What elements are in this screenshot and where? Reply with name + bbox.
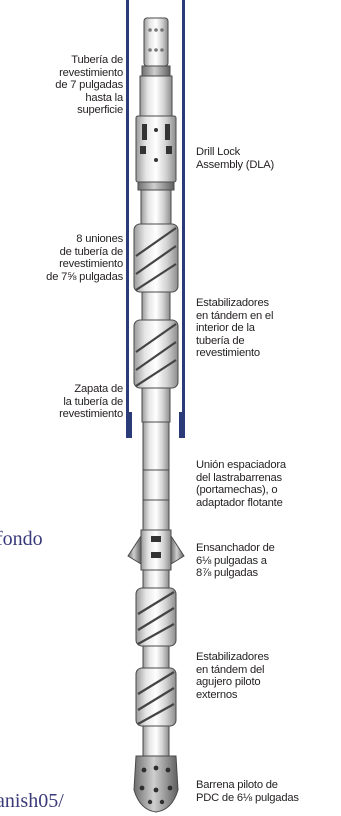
tandem-stabilizers-inside-label: Estabilizadores en tándem en el interior… [196, 297, 274, 360]
casing-wall-right [182, 0, 185, 432]
underreamer-arm-left [127, 534, 142, 565]
pilot-bit-label: Barrena piloto de PDC de 6⅛ pulgadas [196, 779, 299, 804]
tool-string [127, 17, 185, 813]
drill-lock-assembly-label: Drill Lock Assembly (DLA) [196, 146, 275, 171]
casing-wall-left [126, 0, 129, 432]
stabilizer-external-2 [135, 667, 177, 727]
pilot-bit [133, 755, 179, 813]
text-fragment-fondo: fondo [0, 528, 43, 550]
casing-joints-label: 8 uniones de tubería de revestimiento de… [46, 233, 123, 283]
tandem-stabilizers-external-label: Estabilizadores en tándem del agujero pi… [196, 651, 269, 701]
stabilizer-inside-1 [133, 223, 179, 293]
casing [126, 0, 185, 438]
casing-to-surface-label: Tubería de revestimiento de 7 pulgadas h… [55, 54, 123, 117]
underreamer-label: Ensanchador de 6⅛ pulgadas a 8⅞ pulgadas [196, 542, 275, 580]
text-fragment-url: anish05/ [0, 790, 64, 812]
stabilizer-external-1 [135, 587, 177, 647]
spacer-joint [142, 421, 170, 531]
casing-shoe [126, 412, 185, 438]
stabilizer-inside-2 [133, 319, 179, 389]
top-sub [143, 17, 169, 67]
casing-shoe-label: Zapata de la tubería de revestimiento [59, 383, 123, 421]
underreamer-arm-right [170, 534, 185, 565]
spacer-joint-label: Unión espaciadora del lastrabarrenas (po… [196, 459, 286, 509]
